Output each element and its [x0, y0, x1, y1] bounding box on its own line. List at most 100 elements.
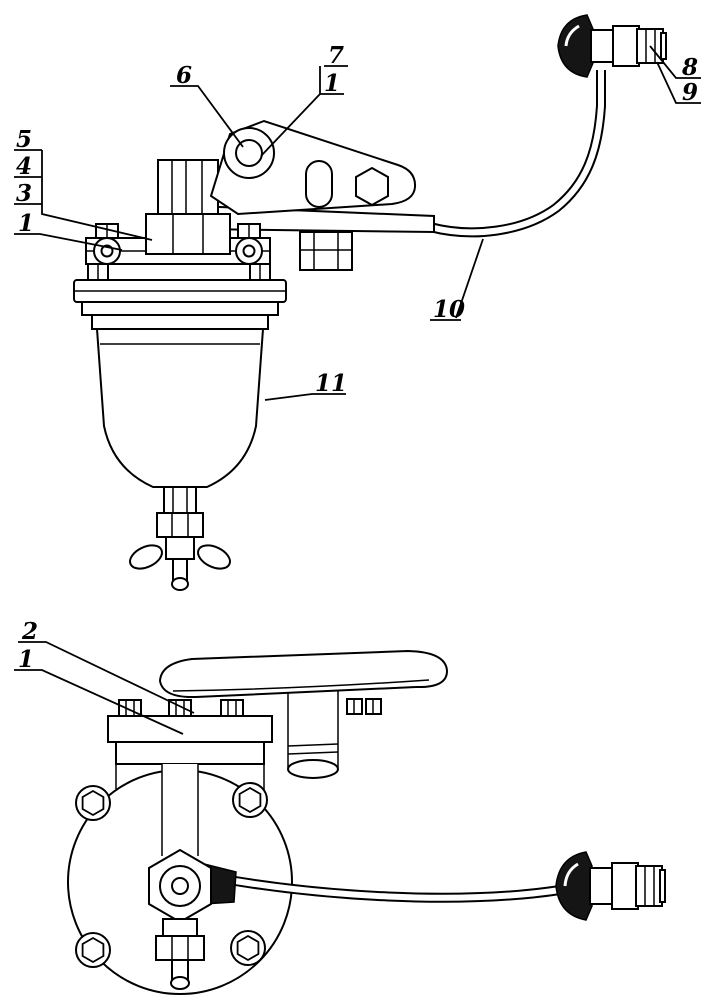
callout-11: 11 — [315, 370, 347, 397]
callout-3: 3 — [16, 180, 32, 207]
hose-fitting-upper — [557, 14, 667, 78]
callouts: 5 4 3 1 6 7 1 8 9 10 11 2 1 — [14, 42, 701, 735]
leader-10 — [430, 238, 484, 321]
callout-10: 10 — [433, 296, 465, 323]
plate-body — [158, 649, 449, 699]
corner-bolt-top-right — [232, 782, 268, 818]
boss-sides — [287, 690, 339, 768]
leader-6 — [170, 85, 244, 148]
banjo-tip — [170, 976, 190, 990]
clamp-nut-facets — [106, 224, 250, 238]
leader-8 — [649, 45, 701, 79]
hose-flare — [557, 14, 594, 78]
wing-left — [129, 544, 163, 570]
lower-fitting-nut-facets — [644, 866, 655, 906]
callout-8: 8 — [681, 54, 698, 81]
lid-flange-bottom — [91, 314, 269, 330]
mounting-plate — [158, 649, 449, 715]
leader-9 — [656, 61, 701, 104]
callout-4: 4 — [16, 153, 32, 180]
banjo-nut — [155, 935, 205, 961]
bracket-bolt-head — [355, 166, 389, 207]
fuel-line-upper — [428, 70, 606, 238]
lid-flange-mid — [81, 301, 279, 316]
callout-7: 7 — [328, 42, 344, 69]
lower-hose-flare — [555, 851, 593, 921]
fuel-pipe-outline — [428, 70, 606, 238]
flange-slab-bottom — [115, 741, 265, 765]
banjo-bolt — [148, 848, 212, 990]
drain-hub — [165, 536, 195, 560]
lower-fitting-washer — [659, 869, 666, 903]
flange-bolt-3 — [220, 699, 244, 717]
corner-bolt-bottom-right — [230, 930, 266, 966]
leader-1-lower — [14, 669, 184, 735]
fitting-washer — [660, 32, 667, 60]
fitting-tube — [590, 29, 616, 63]
callout-1-upper-left: 1 — [18, 210, 34, 237]
callout-6: 6 — [176, 62, 192, 89]
lower-fitting-coupler — [611, 862, 639, 910]
hex-nut-facets — [172, 214, 204, 254]
stem-fill — [162, 764, 198, 856]
lower-pipe-bore — [205, 873, 561, 901]
mounting-bracket — [209, 119, 417, 216]
flange-slab-top — [107, 715, 273, 743]
inlet-body — [157, 159, 219, 219]
hose-flare-highlight — [564, 24, 580, 47]
leader-1-upper-left — [14, 233, 123, 251]
bracket-foot — [299, 231, 353, 271]
drain-pin — [172, 558, 188, 581]
banjo-circle-inner — [171, 877, 189, 895]
callout-9: 9 — [682, 79, 698, 106]
inlet-block — [157, 159, 219, 219]
lower-fitting-nut — [635, 865, 663, 907]
corner-bolt-top-left — [75, 785, 111, 821]
drain-collar — [156, 512, 204, 538]
wing-right — [197, 544, 231, 570]
plate-bolt-facets — [353, 699, 374, 714]
banjo-nut-facets — [171, 936, 189, 960]
plate-edge-line — [172, 679, 430, 692]
leader-7-1 — [260, 65, 348, 157]
hose-fitting-lower — [555, 851, 666, 921]
boss-fill — [288, 690, 338, 770]
fitting-nut-facets — [645, 29, 656, 63]
callout-1-top: 1 — [324, 70, 340, 97]
drain-tip — [171, 577, 189, 591]
filter-bowl — [95, 328, 265, 488]
lower-view — [67, 649, 666, 995]
callout-5: 5 — [16, 126, 32, 153]
leader-5-4-3 — [14, 149, 153, 241]
upper-view — [73, 14, 667, 591]
drain-neck — [163, 486, 197, 514]
hex-nut-body — [145, 213, 231, 255]
lid-bolt-facets — [97, 264, 261, 280]
fuel-pipe-bore — [429, 70, 604, 236]
clamp-bolt-right-center — [242, 244, 256, 258]
boss-bottom — [287, 759, 339, 779]
center-hex-nut — [145, 213, 231, 255]
drain-neck-lines — [172, 487, 188, 513]
corner-bolt-bottom-left — [75, 932, 111, 968]
filter-lid — [73, 263, 287, 330]
fitting-coupler — [612, 25, 640, 67]
bowl-body — [95, 328, 265, 488]
boss-threads — [287, 743, 339, 755]
lower-hose-flare-highlight — [563, 862, 579, 887]
callout-2: 2 — [21, 618, 38, 645]
drain-valve — [129, 486, 231, 591]
lower-fitting-tube — [589, 867, 615, 905]
drain-collar-facets — [171, 513, 189, 537]
inlet-ribs — [171, 161, 203, 217]
callout-1-lower: 1 — [18, 646, 34, 673]
center-stem — [161, 764, 199, 856]
leader-2 — [18, 641, 195, 714]
stem-sides — [161, 764, 199, 856]
leader-11 — [264, 393, 346, 401]
bracket-foot-lines — [300, 232, 352, 270]
banjo-collar — [162, 918, 198, 937]
boss-cylinder — [287, 690, 339, 779]
